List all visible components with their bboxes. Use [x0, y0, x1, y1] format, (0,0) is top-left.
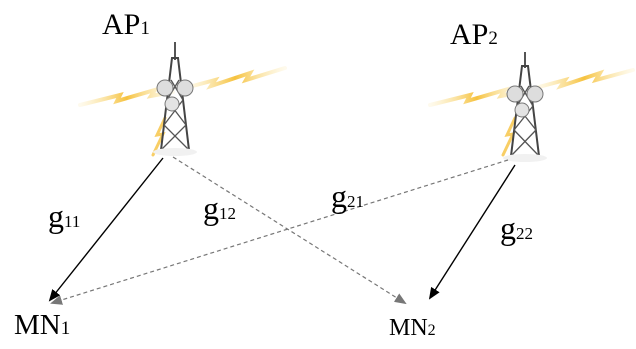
lightning-bolt-icon	[428, 68, 635, 157]
ap2-label: AP2	[450, 18, 498, 51]
antenna-tower-icon	[78, 42, 287, 157]
mn1-label: MN1	[14, 309, 71, 341]
ap1-label: AP1	[102, 8, 150, 41]
channel-label-g22: g22	[500, 210, 533, 246]
channel-label-g21: g21	[331, 178, 364, 214]
channel-label-g12: g12	[203, 190, 236, 226]
link-g11	[48, 157, 164, 302]
link-g12	[172, 156, 407, 305]
link-g21	[50, 159, 509, 305]
channel-label-g11: g11	[48, 198, 81, 234]
mn2-label: MN2	[389, 315, 436, 341]
antenna-tower-icon	[428, 52, 635, 162]
link-g22	[428, 164, 516, 300]
lightning-bolt-icon	[78, 66, 287, 157]
